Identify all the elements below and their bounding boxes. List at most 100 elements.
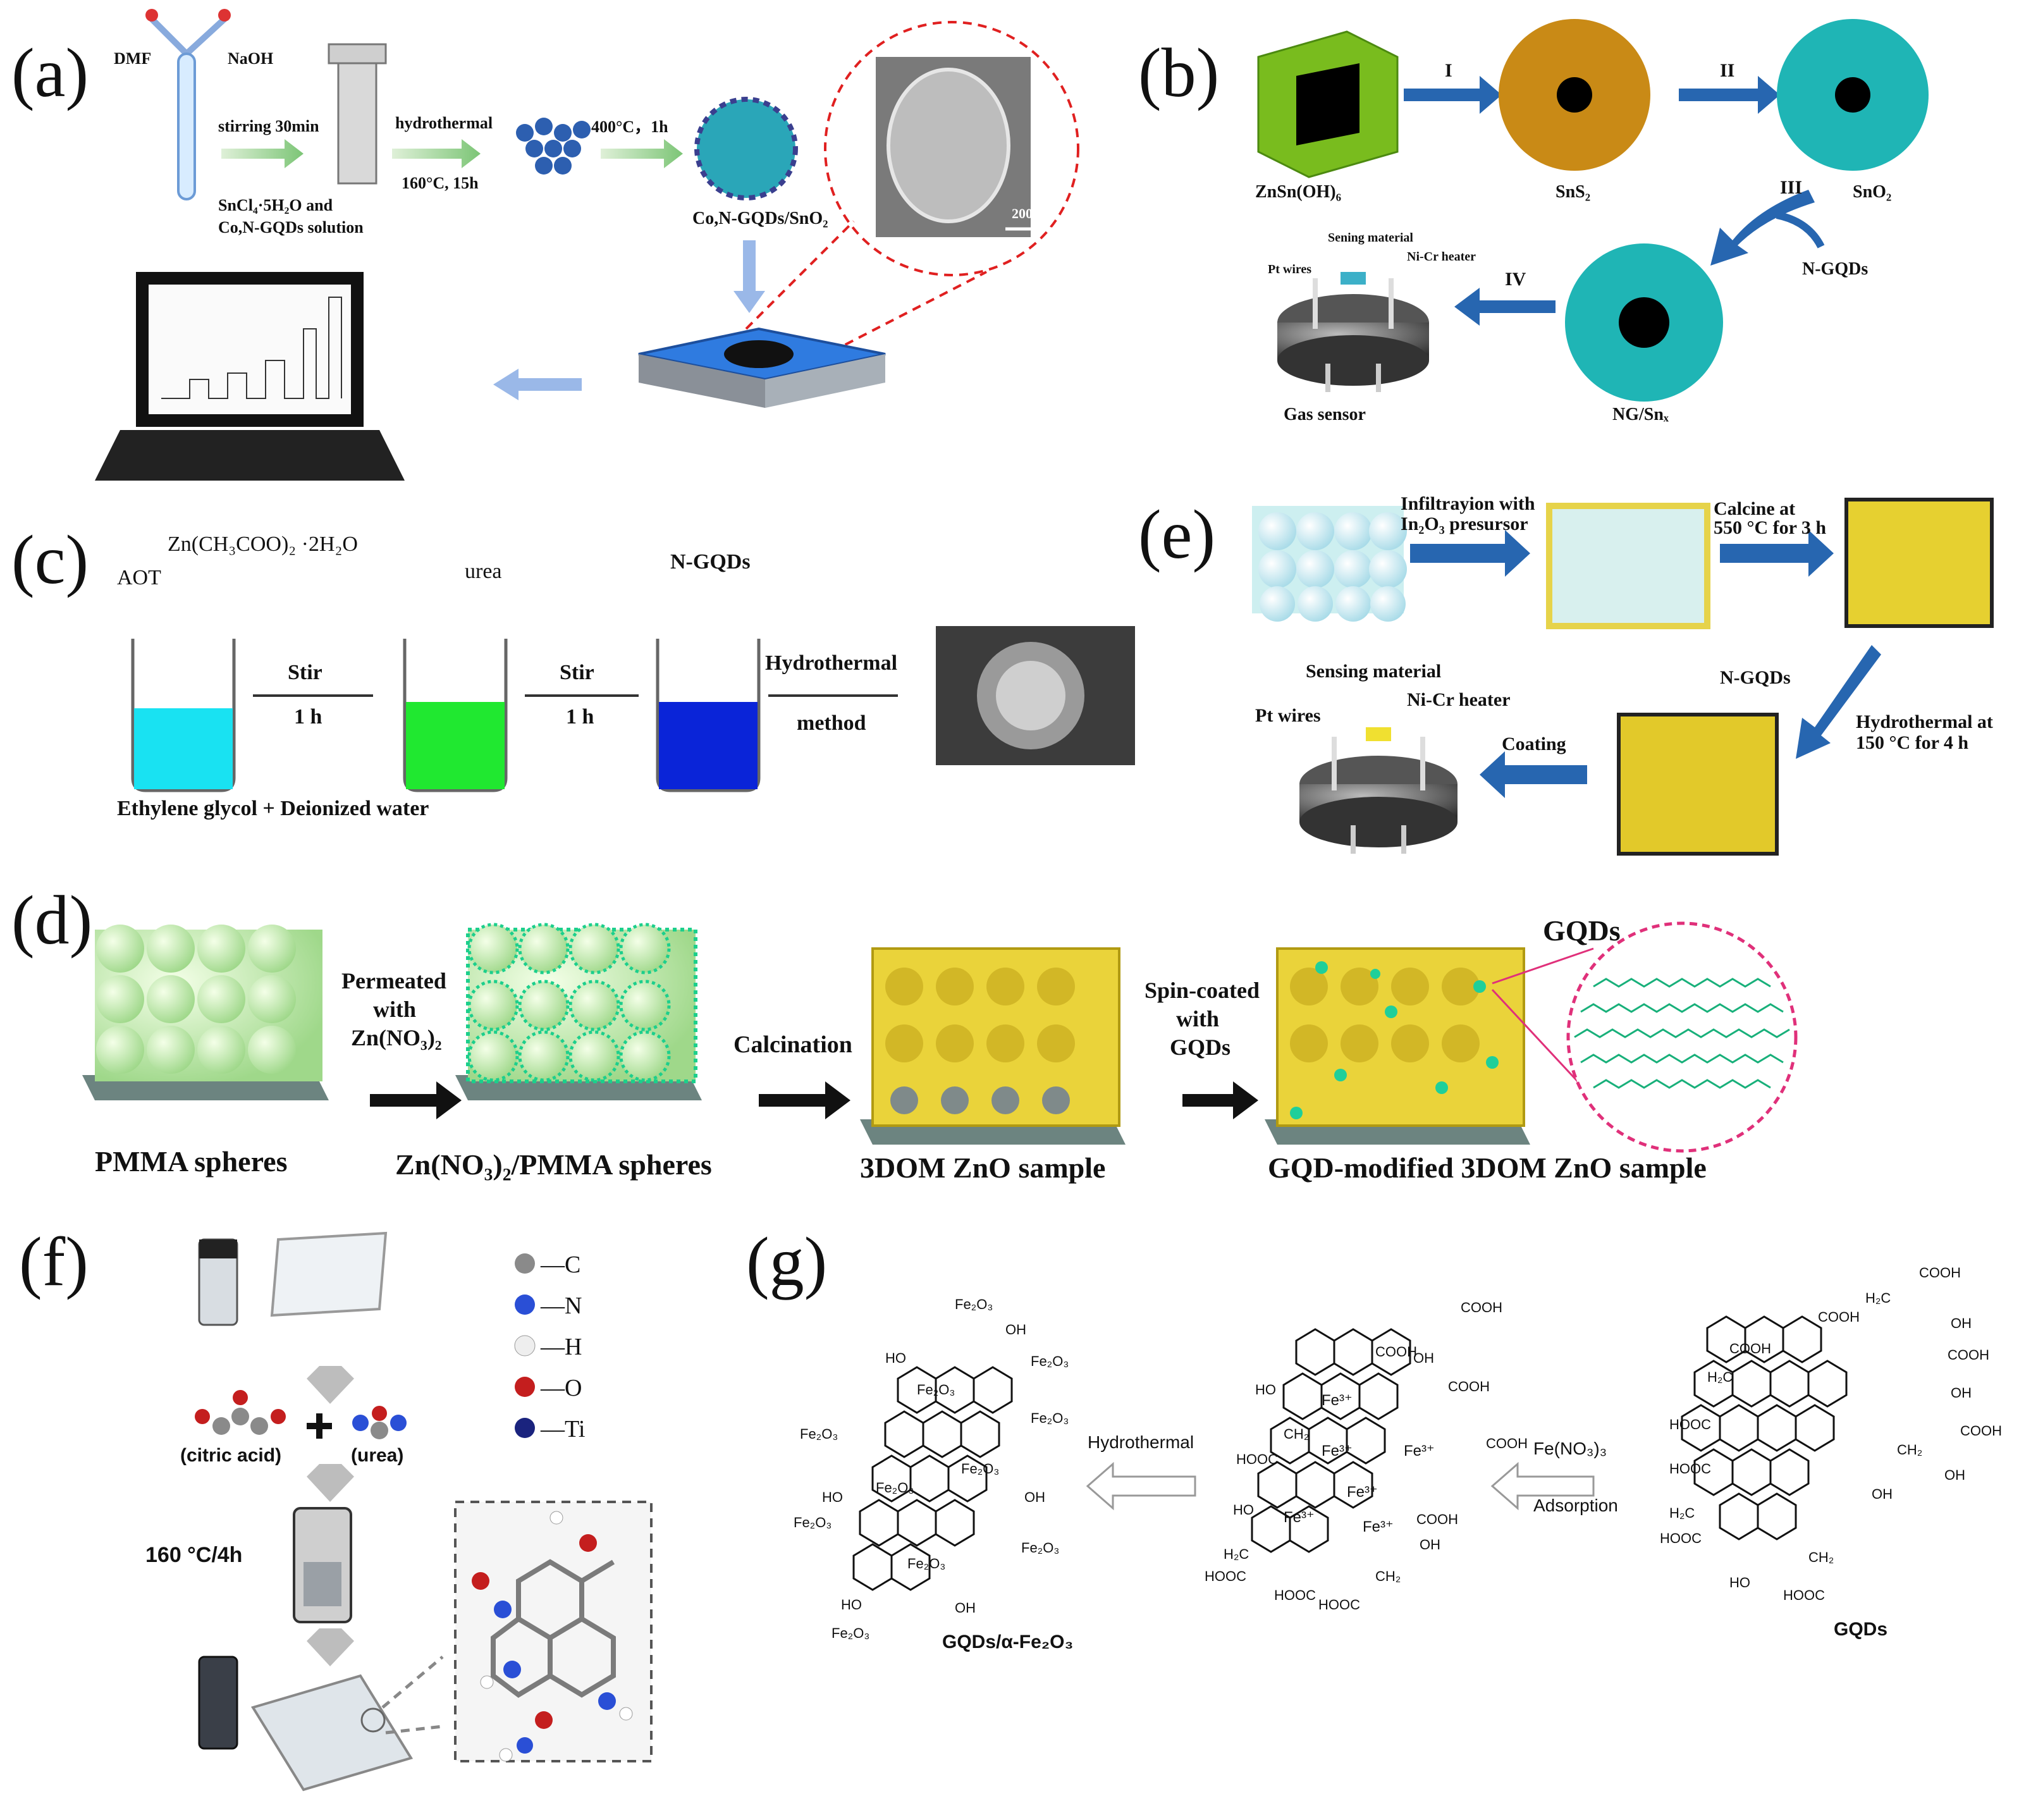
fg-fe3: Fe³⁺ [1322,1442,1353,1460]
fg-fe2o3-inner: Fe₂O₃ [876,1480,914,1496]
fg-cooh: COOH [1919,1265,1961,1281]
fg-fe2o3: Fe₂O₃ [800,1426,838,1442]
label-ngqds-b: N-GQDs [1802,259,1869,279]
label-with-1: with [373,997,417,1022]
nanoparticle-cluster [516,118,591,175]
sem-particle [887,68,1010,223]
opal-template [1252,506,1407,622]
fg-fe3: Fe³⁺ [1347,1484,1378,1501]
fg-fe3: Fe³⁺ [1322,1392,1353,1409]
label-3dom: 3DOM ZnO sample [860,1152,1106,1184]
legend-titanium: —Ti [541,1416,586,1442]
arrow-d1 [370,1081,462,1119]
fg-ho: HO [1729,1575,1750,1590]
dash-zoom-2 [385,1725,443,1735]
beaker-3 [656,639,761,792]
label-product-a: Co,N-GQDs/SnO₂ [692,209,828,228]
label-hydrothermal-a: hydrothermal [395,114,493,132]
test-tube [177,52,196,200]
label-calcine-2: 550 °C for 3 h [1714,517,1827,538]
gqd-lattice-circle [1566,921,1798,1153]
arrow-f3 [307,1628,354,1666]
gqd-fe3-sheet [1251,1328,1411,1553]
beaker-2 [403,639,508,792]
panel-label-e: (e) [1138,496,1216,573]
label-with-2: with [1176,1006,1220,1031]
ngqd-molecule [491,1559,616,1698]
label-stir-1: Stir [288,661,322,684]
fg-oh: OH [1005,1322,1026,1337]
label-hydro-e-1: Hydrothermal at [1856,711,1993,732]
label-sns2: SnS₂ [1556,182,1591,202]
label-znsnoh6: ZnSn(OH)₆ [1255,182,1341,202]
drop-dmf [145,9,158,22]
fg-ho: HO [841,1597,862,1613]
arrow-e1 [1410,530,1530,577]
label-step-2: II [1720,60,1735,81]
panel-b-graphics [1257,19,1929,402]
infiltrated-template [1546,503,1710,629]
label-time-2: 1 h [566,705,594,729]
label-stirring: stirring 30min [218,117,319,135]
fg-cooh: COOH [1375,1344,1417,1360]
arrow-f1 [307,1366,354,1404]
label-ng-snx: NG/Snₓ [1612,405,1669,424]
zoom-line-1 [745,220,855,330]
element-legend-dots [514,1253,536,1438]
label-sensing-b: Sening material [1328,231,1413,245]
fg-cooh: COOH [1486,1436,1528,1451]
laptop-base [95,430,405,481]
arrow-g-ads [1490,1461,1595,1511]
label-fe-nitrate: Fe(NO₃)₃ [1533,1439,1607,1458]
autoclave-lid [328,43,387,65]
fg-cooh: COOH [1960,1423,2002,1439]
label-gas-sensor: Gas sensor [1284,405,1366,424]
label-gqd-fe2o3: GQDs/α-Fe₂O₃ [942,1632,1074,1652]
fg-ho: HO [885,1350,906,1366]
fg-cooh: COOH [1948,1347,1989,1363]
fg-fe3: Fe³⁺ [1404,1442,1435,1460]
label-aot: AOT [117,566,161,589]
label-infiltration-2: In₂O₃ presursor [1401,513,1528,534]
composite-sphere [694,97,798,200]
legend-oxygen: —O [541,1375,582,1401]
label-urea-c: urea [465,560,502,583]
label-naoh: NaOH [228,49,274,68]
label-sno2: SnO₂ [1853,182,1892,202]
label-urea-f: (urea) [351,1445,404,1466]
autoclave-body [337,62,377,185]
fg-h2c: H₂C [1224,1546,1249,1562]
label-anneal: 400°C，1h [591,118,668,136]
drop-naoh [218,9,231,22]
fg-ho: HO [1233,1502,1254,1518]
arrow-a-left [493,369,582,400]
label-zn-acetate: Zn(CH₃COO)₂ ·2H₂O [168,532,358,556]
fg-ch2: CH₂ [1284,1426,1310,1442]
label-sensing-e: Sensing material [1306,661,1442,682]
substrate-coated [250,1674,414,1792]
label-precursor-2: Co,N-GQDs solution [218,218,364,237]
fg-fe3: Fe³⁺ [1284,1509,1315,1526]
arrow-d3 [1182,1081,1258,1119]
label-hydro-cond: 160°C, 15h [402,174,479,192]
ngqd-inverse-opal [1617,713,1779,856]
arrow-e4 [1480,751,1587,798]
sensor-film [724,340,794,368]
label-hydrothermal-c: Hydrothermal [765,651,898,675]
arrow-b1 [1404,76,1502,114]
plus-sign [307,1413,332,1439]
gqd-3dom-zno [1265,947,1530,1145]
fg-oh: OH [1944,1467,1965,1483]
fg-fe2o3-inner: Fe₂O₃ [961,1461,1000,1477]
arrow-a-down [733,240,765,313]
gqd-sheet [1681,1315,1848,1540]
panel-c-graphics [131,626,1135,792]
fg-hooc: HOOC [1205,1568,1246,1584]
label-step-4: IV [1505,269,1526,290]
sensor-e-chip [1366,727,1391,741]
panel-label-g: (g) [746,1223,828,1300]
fg-hooc: HOOC [1274,1587,1316,1603]
label-dmf: DMF [114,49,152,68]
arrow-a1 [221,139,304,168]
